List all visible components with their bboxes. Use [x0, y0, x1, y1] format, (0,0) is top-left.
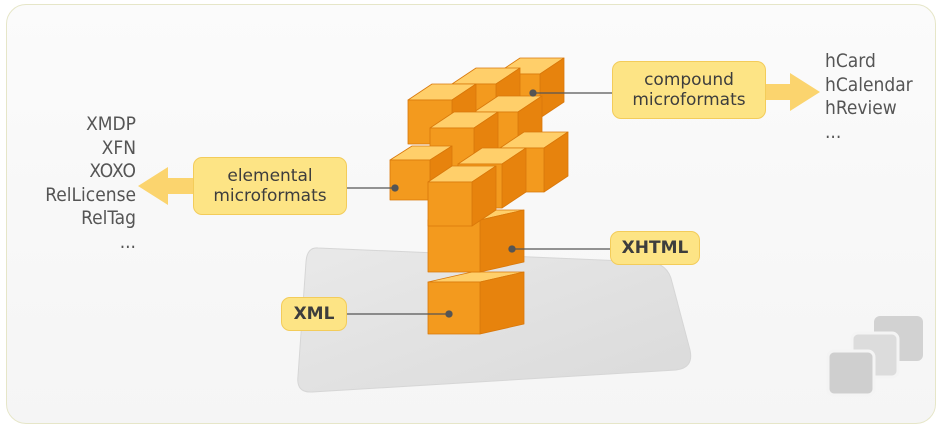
label-line: compound — [644, 70, 734, 90]
label-text: XHTML — [621, 238, 689, 258]
xml-label: XML — [281, 297, 347, 331]
leader-lines — [347, 89, 612, 318]
label-line: elemental — [227, 166, 313, 186]
mf-cube-h-front — [389, 159, 431, 201]
elemental-leader-dot — [391, 184, 399, 192]
label-text: XML — [293, 304, 335, 324]
compound-microformats-label: compound microformats — [612, 61, 766, 119]
list-item: RelTag — [81, 207, 136, 230]
mf-cube-i-front — [427, 181, 473, 227]
xml-cube-front — [427, 281, 481, 335]
list-item: ... — [119, 230, 136, 253]
stacked-squares-logo-icon — [826, 316, 923, 397]
compound-leader-dot — [529, 89, 537, 97]
list-item: RelLicense — [45, 183, 136, 206]
elemental-list: XMDP XFN XOXO RelLicense RelTag ... — [45, 113, 136, 255]
left-arrow-icon — [138, 167, 196, 205]
xhtml-cube-front — [427, 219, 481, 273]
list-item: XFN — [101, 136, 136, 159]
list-item: hCard — [825, 50, 876, 72]
compound-list: hCard hCalendar hReview ... — [825, 50, 913, 144]
label-line: microformats — [213, 186, 327, 206]
label-line: microformats — [632, 90, 746, 110]
list-item: XOXO — [89, 160, 136, 183]
xhtml-cube-side — [479, 209, 525, 273]
list-item: ... — [825, 120, 842, 143]
xhtml-label: XHTML — [610, 231, 700, 265]
xhtml-leader-dot — [508, 245, 516, 253]
list-item: hReview — [825, 97, 897, 120]
xml-leader-dot — [445, 310, 453, 318]
elemental-microformats-label: elemental microformats — [193, 157, 347, 215]
list-item: XMDP — [86, 113, 136, 135]
right-arrow-icon — [762, 73, 820, 111]
xml-cube-side — [479, 271, 525, 335]
list-item: hCalendar — [825, 73, 913, 96]
cube-stack — [389, 57, 569, 335]
